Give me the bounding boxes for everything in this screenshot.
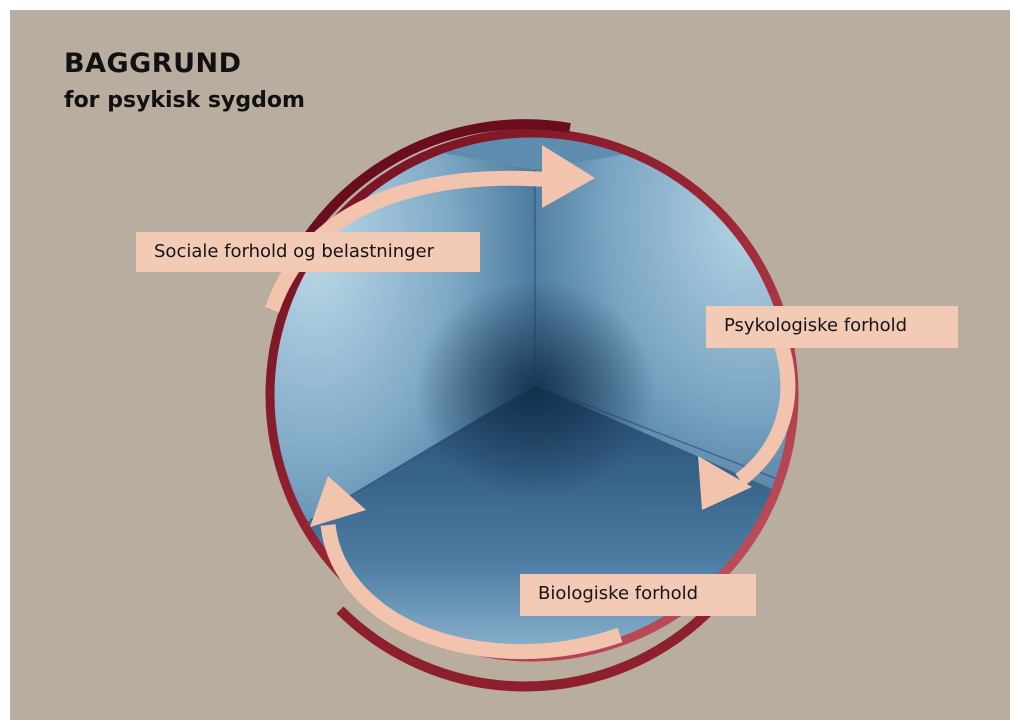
ring-bottom-segment bbox=[336, 606, 714, 692]
diagram-graphic bbox=[264, 119, 799, 692]
label-psychological: Psykologiske forhold bbox=[706, 306, 958, 348]
page-title: BAGGRUND bbox=[64, 48, 242, 79]
arrow-psych bbox=[698, 337, 796, 510]
arrow-bio bbox=[310, 476, 623, 660]
label-social: Sociale forhold og belastninger bbox=[136, 232, 480, 272]
label-biological: Biologiske forhold bbox=[520, 574, 756, 616]
page-subtitle: for psykisk sygdom bbox=[64, 88, 305, 113]
diagram-canvas: BAGGRUND for psykisk sygdom Sociale forh… bbox=[10, 10, 1010, 720]
